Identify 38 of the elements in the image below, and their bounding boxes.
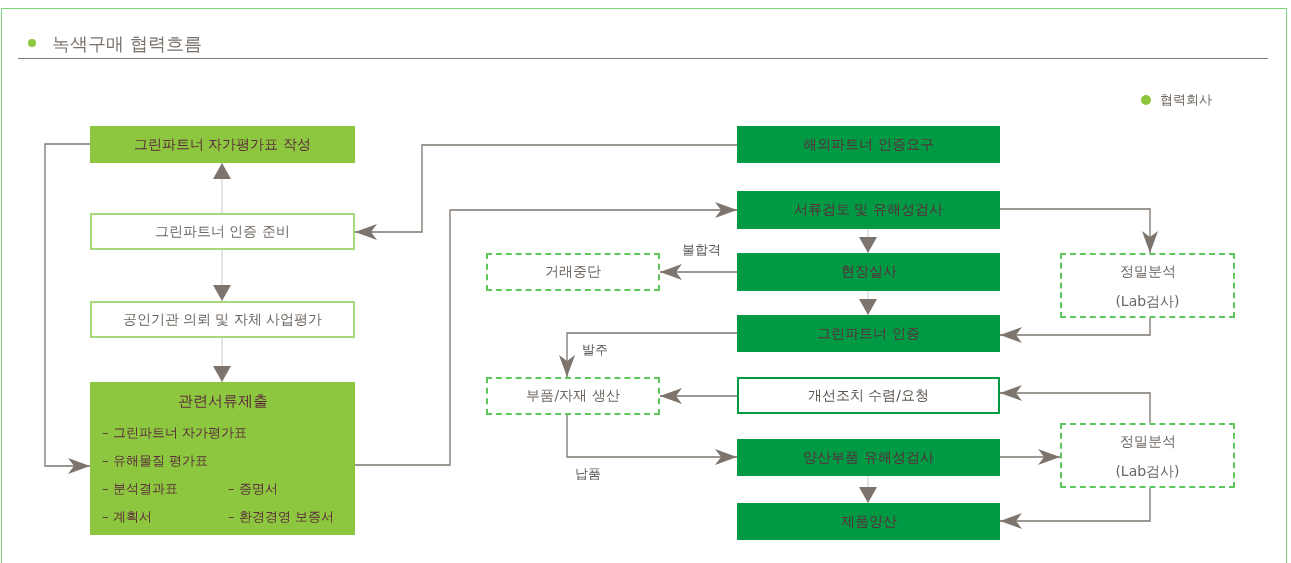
process-box: 서류검토 및 유해성검사 [737,191,1000,229]
process-box: 그린파트너 자가평가표 작성 [90,126,355,163]
dashed-box: 거래중단 [486,253,660,291]
arrow [659,388,738,404]
process-box: 해외파트너 인증요구 [737,126,1000,163]
title: 녹색구매 협력흐름 [52,32,202,56]
list-item: – 유해물질 평가표 [102,452,208,470]
dashed-box: 정밀분석 (Lab검사) [1060,423,1235,488]
process-box: 양산부품 유해성검사 [737,439,1000,476]
dashed-box: 정밀분석 (Lab검사) [1060,253,1235,318]
process-box: 공인기관 의뢰 및 자체 사업평가 [90,301,355,338]
arrow [999,449,1061,465]
box-heading: 관련서류제출 [176,392,269,411]
list-item: – 환경경영 보증서 [228,508,334,526]
document-box [90,382,355,535]
arrow [999,317,1151,343]
list-item: – 그린파트너 자가평가표 [102,424,247,442]
legend-label: 협력회사 [1160,91,1212,109]
dashed-box: 부품/자재 생산 [486,377,660,415]
arrow [566,414,738,465]
list-item: – 증명서 [228,480,278,498]
arrow [559,332,738,378]
list-item: – 분석결과표 [102,480,178,498]
list-item: – 계획서 [102,508,152,526]
arrow [44,143,91,474]
process-box: 그린파트너 인증 준비 [90,213,355,250]
edge-label: 납품 [573,465,603,483]
arrow [999,385,1151,424]
arrow [354,202,738,466]
arrow [354,144,738,240]
arrow [999,487,1151,529]
edge-label: 발주 [580,341,610,359]
process-box: 현장실사 [737,253,1000,291]
arrow [999,208,1158,254]
process-box: 그린파트너 인증 [737,315,1000,352]
process-box: 개선조치 수렴/요청 [737,377,1000,414]
process-box: 제품양산 [737,503,1000,540]
arrow [659,264,738,280]
